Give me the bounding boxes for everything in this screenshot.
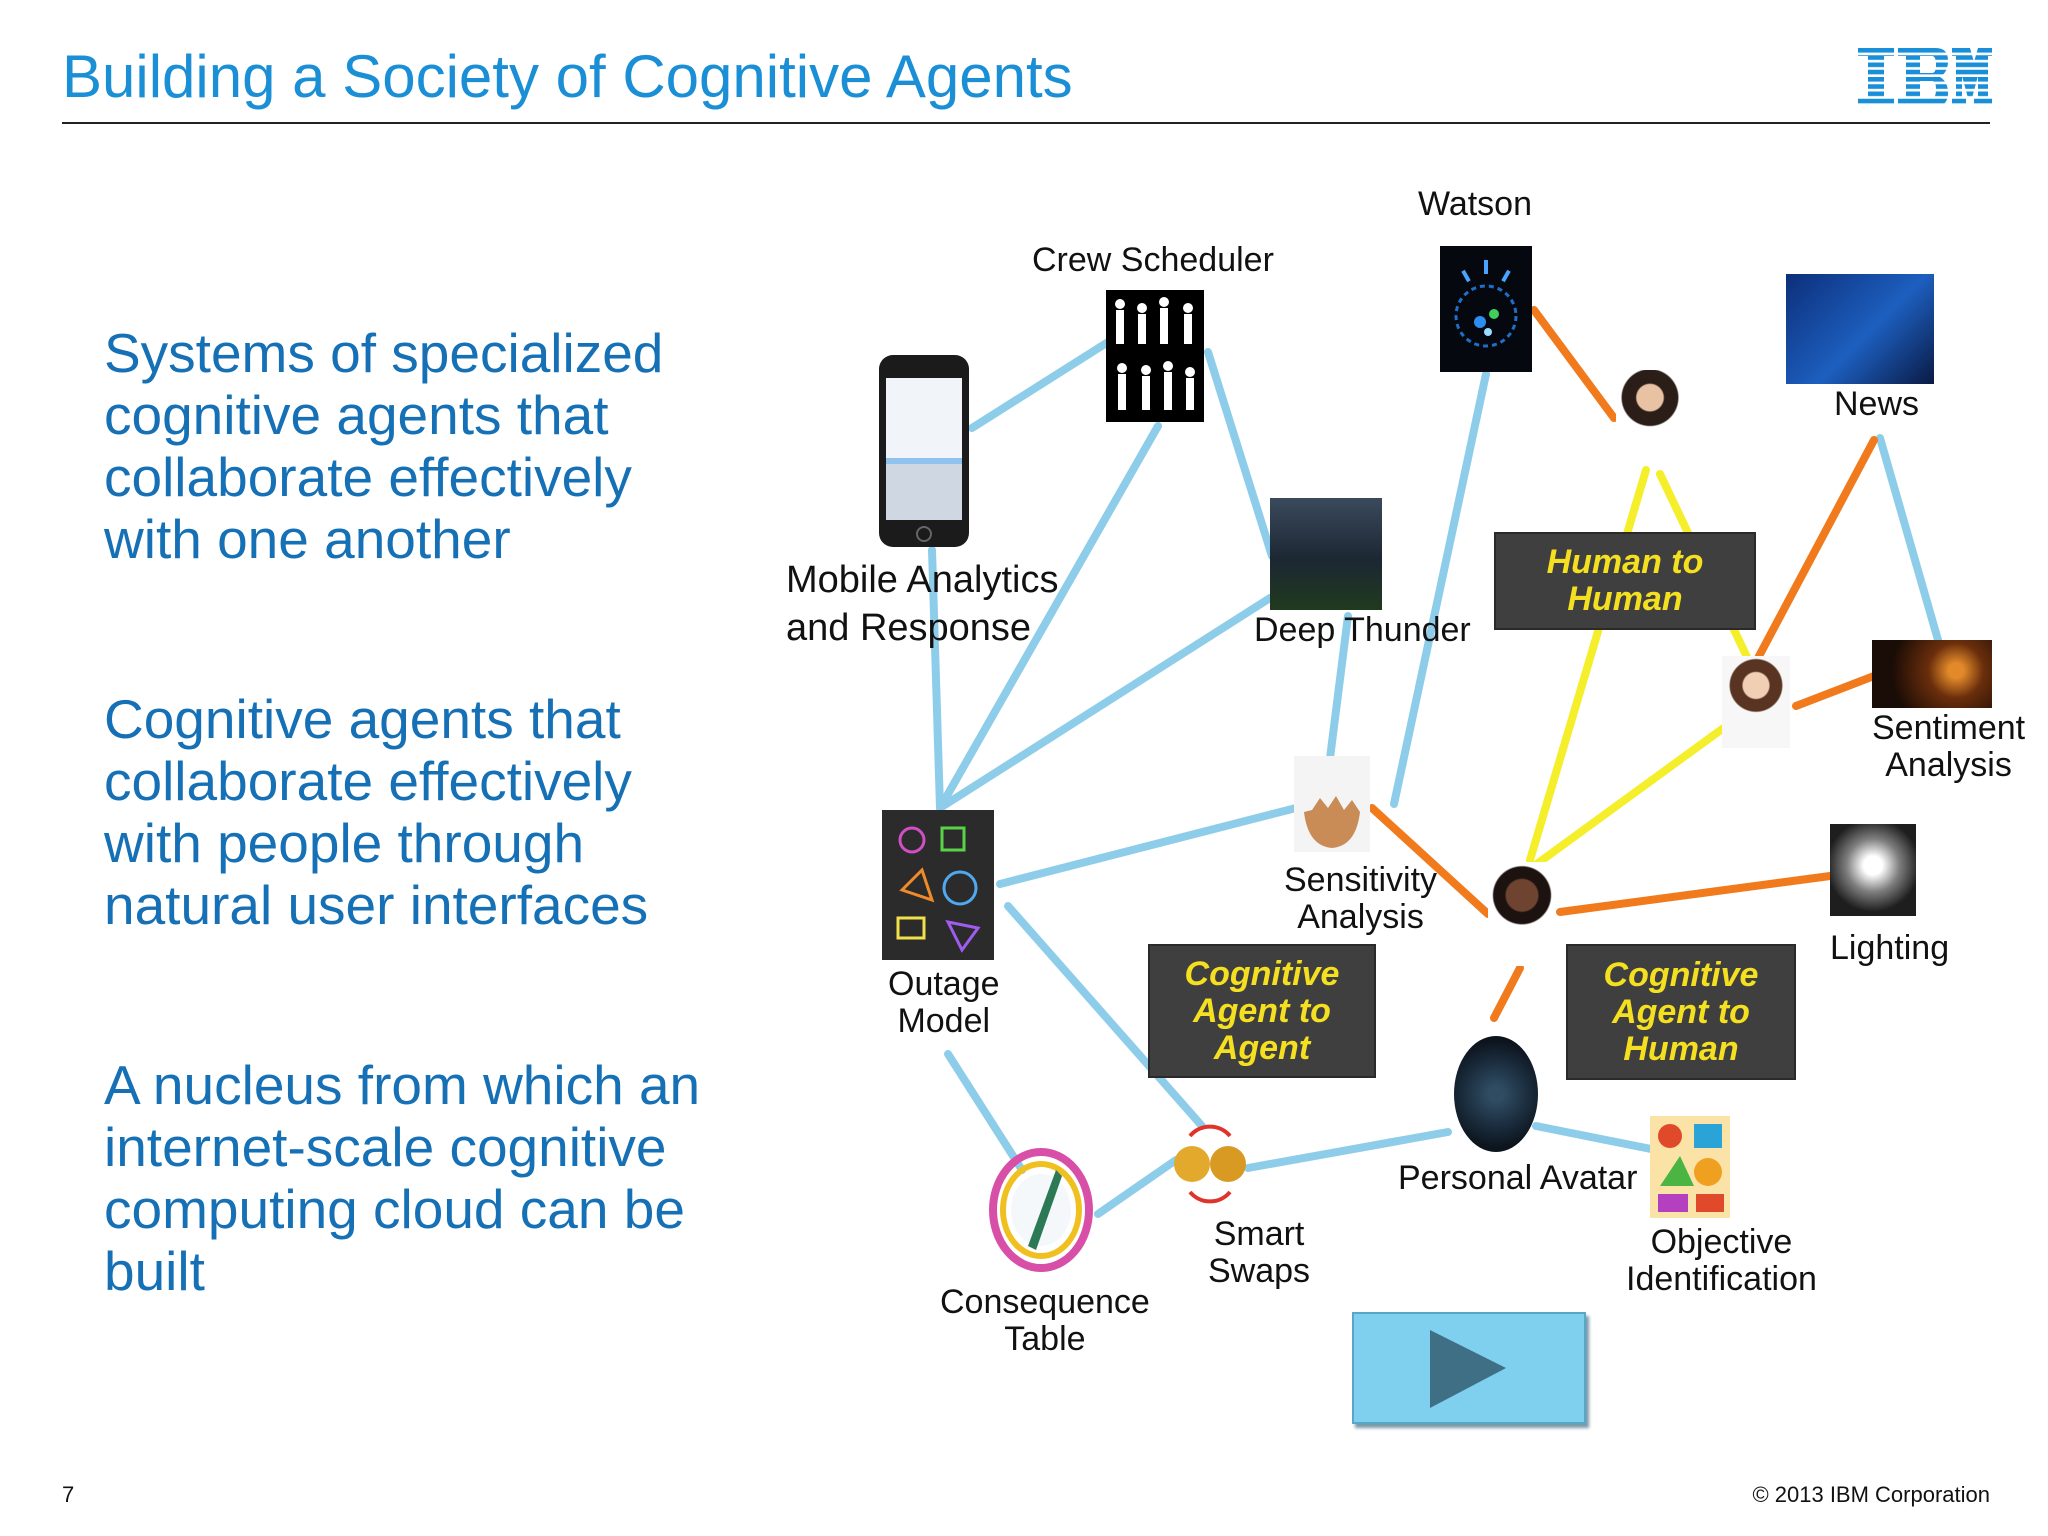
bullet-natural-interfaces: Cognitive agents that collaborate effect…	[104, 688, 649, 936]
human-man-icon	[1488, 862, 1556, 966]
outage-label-line2: Model	[897, 1002, 991, 1040]
eggshell-icon	[1294, 756, 1370, 852]
bullet-agents-collaborate: Systems of specialized cognitive agents …	[104, 322, 664, 570]
link-consequence-swaps	[1094, 1156, 1180, 1218]
personal-avatar-orb-icon	[1454, 1036, 1538, 1152]
watson-avatar-icon	[1440, 246, 1532, 372]
h2h-line1: Human to	[1546, 543, 1704, 581]
link-sensitivity-avatar-human	[1368, 804, 1492, 918]
node-label-crew-scheduler: Crew Scheduler	[1032, 241, 1274, 279]
objective-label-line1: Objective	[1650, 1223, 1793, 1261]
link-lighting-human3	[1556, 872, 1834, 916]
node-label-mobile-analytics: Mobile Analytics and Response	[786, 556, 1058, 652]
a2a-line3: Agent	[1213, 1028, 1311, 1067]
news-broadcast-icon	[1786, 274, 1934, 384]
a2a-line2: Agent to	[1193, 991, 1331, 1030]
crew-silhouettes-icon	[1106, 290, 1204, 422]
link-watson-avatar	[1390, 370, 1490, 808]
ibm-logo	[1858, 48, 1992, 106]
a2h-line1: Cognitive	[1603, 955, 1759, 994]
link-avatar-objective	[1532, 1122, 1660, 1154]
smart-label-line2: Swaps	[1208, 1252, 1311, 1290]
play-video-button[interactable]	[1352, 1312, 1586, 1424]
node-label-smart-swaps: Smart Swaps	[1208, 1216, 1310, 1290]
copyright-notice: © 2013 IBM Corporation	[1752, 1482, 1990, 1507]
bullet-cloud-nucleus: A nucleus from which an internet-scale c…	[104, 1054, 701, 1302]
link-swaps-avatar	[1244, 1128, 1452, 1172]
link-news-sentiment	[1876, 434, 1942, 644]
mobile-label-line1: Mobile Analytics	[786, 559, 1059, 601]
link-mobile-crew	[968, 338, 1112, 432]
node-label-sensitivity-analysis: Sensitivity Analysis	[1284, 862, 1437, 936]
link-news-human2	[1754, 436, 1878, 662]
storm-icon	[1270, 498, 1382, 610]
node-label-lighting: Lighting	[1830, 929, 1950, 967]
sentiment-label-line1: Sentiment	[1872, 709, 2026, 747]
node-label-objective-identification: Objective Identification	[1626, 1224, 1817, 1298]
link-human2-human3	[1530, 712, 1744, 870]
sentiment-label-line2: Analysis	[1885, 746, 2012, 784]
link-thunder-outage	[936, 594, 1274, 812]
slide-title: Building a Society of Cognitive Agents	[62, 43, 1073, 110]
outage-model-pattern-icon	[882, 810, 994, 960]
swap-coins-icon	[1174, 1124, 1246, 1204]
link-sentiment-human2	[1792, 672, 1878, 710]
node-label-sentiment-analysis: Sentiment Analysis	[1872, 710, 2025, 784]
consequence-label-line1: Consequence	[940, 1283, 1150, 1321]
node-label-personal-avatar: Personal Avatar	[1398, 1159, 1638, 1197]
link-outage-sensitivity	[996, 804, 1300, 888]
link-watson-human1	[1530, 306, 1618, 422]
link-crew-outage	[936, 422, 1162, 812]
link-outage-swaps	[1004, 902, 1206, 1130]
a2h-line2: Agent to	[1612, 992, 1750, 1031]
eye-closeup-icon	[1872, 640, 1992, 708]
shapes-mosaic-icon	[1650, 1116, 1730, 1218]
node-label-news: News	[1834, 385, 1920, 423]
node-label-deep-thunder: Deep Thunder	[1254, 611, 1471, 649]
page-number: 7	[62, 1482, 75, 1507]
node-label-consequence-table: Consequence Table	[940, 1284, 1150, 1358]
link-crew-thunder	[1204, 348, 1276, 560]
agent-to-agent-box: Cognitive Agent to Agent	[1148, 944, 1376, 1078]
h2h-line2: Human	[1567, 580, 1683, 618]
outage-label-line1: Outage	[888, 965, 1000, 1003]
lightbulb-icon	[1830, 824, 1916, 916]
human-to-human-box: Human to Human	[1494, 532, 1756, 630]
human-woman-icon	[1616, 370, 1684, 462]
consequence-label-line2: Table	[1004, 1320, 1086, 1358]
sensitivity-label-line1: Sensitivity	[1284, 861, 1438, 899]
link-outage-consequence	[944, 1050, 1026, 1174]
link-human3-avatar	[1490, 964, 1524, 1022]
smartphone-icon	[879, 355, 969, 547]
play-icon	[1430, 1330, 1506, 1408]
sensitivity-label-line2: Analysis	[1297, 898, 1424, 936]
a2a-line1: Cognitive	[1184, 954, 1340, 993]
title-divider	[62, 122, 1990, 124]
objective-label-line2: Identification	[1626, 1260, 1817, 1298]
node-label-watson: Watson	[1418, 185, 1533, 223]
link-thunder-sensitivity	[1326, 612, 1352, 762]
agent-to-human-box: Cognitive Agent to Human	[1566, 944, 1796, 1080]
link-mobile-outage	[928, 546, 944, 812]
a2h-line3: Human	[1623, 1029, 1739, 1068]
mobile-label-line2: and Response	[786, 607, 1032, 649]
consequence-wheel-icon	[989, 1148, 1093, 1272]
smart-label-line1: Smart	[1213, 1215, 1305, 1253]
node-label-outage-model: Outage Model	[888, 966, 1000, 1040]
human-woman2-icon	[1722, 656, 1790, 748]
